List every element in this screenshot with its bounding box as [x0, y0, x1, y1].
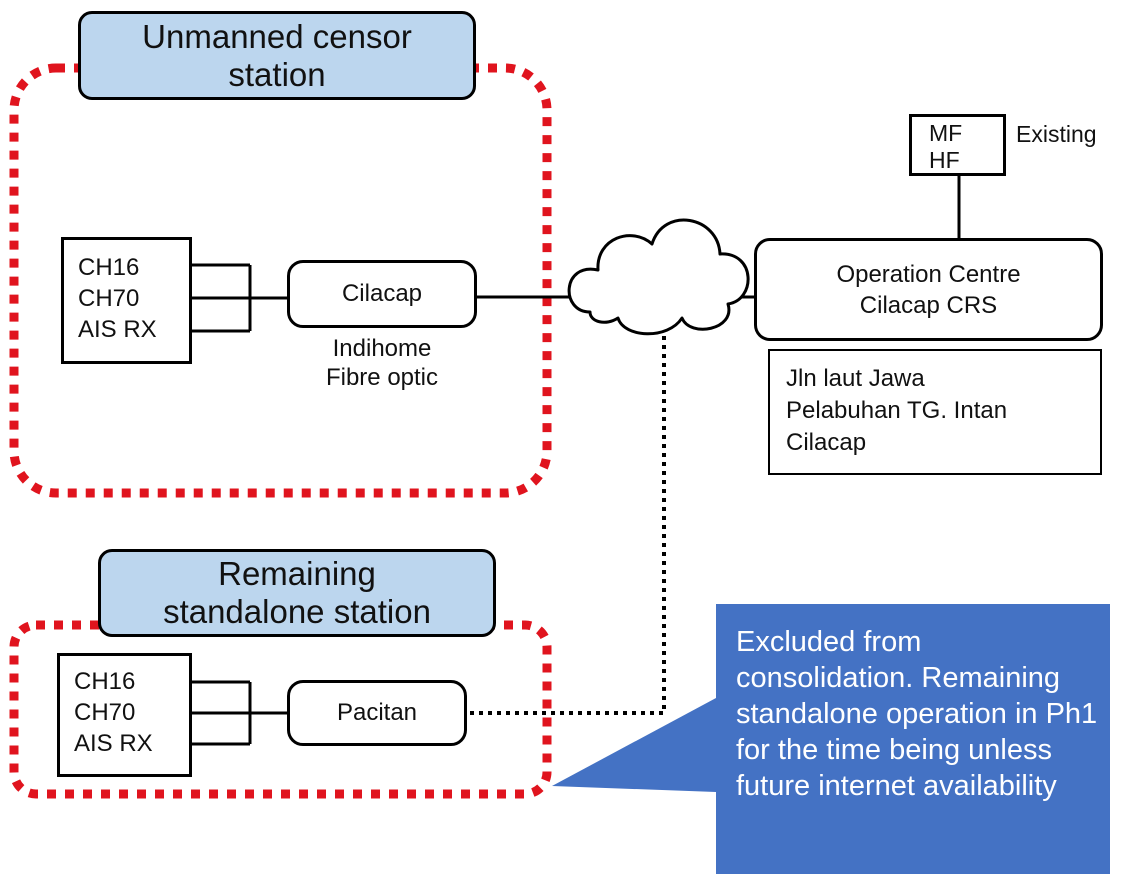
standalone-station-title: Remaining standalone station	[98, 549, 496, 637]
callout-box	[716, 604, 1110, 874]
operation-centre-node: Operation Centre Cilacap CRS	[754, 238, 1103, 341]
callout-pointer	[552, 698, 716, 792]
mf-hf-radio-box: MF HF	[909, 114, 1006, 176]
radio-line: CH70	[78, 285, 140, 312]
internet-cloud-icon	[567, 218, 750, 336]
radio-line: CH16	[78, 254, 140, 281]
standalone-radio-wiring	[190, 680, 289, 746]
unmanned-radio-wiring	[190, 263, 289, 333]
pacitan-site-node: Pacitan	[287, 680, 467, 746]
cilacap-site-node: Cilacap	[287, 260, 477, 328]
standalone-station-group-border	[9, 620, 552, 799]
pacitan-future-link	[470, 323, 666, 715]
unmanned-radio-box: CH16 CH70 AIS RX	[61, 237, 192, 364]
operation-centre-address: Jln laut Jawa Pelabuhan TG. Intan Cilaca…	[768, 349, 1102, 475]
existing-label: Existing	[1016, 121, 1097, 147]
radio-line: AIS RX	[78, 316, 157, 343]
standalone-radio-box: CH16 CH70 AIS RX	[57, 653, 192, 777]
radio-line: CH16	[74, 668, 136, 695]
unmanned-station-title: Unmanned censor station	[78, 11, 476, 100]
callout-note: Excluded from consolidation. Remaining s…	[736, 626, 1098, 802]
cilacap-link-label: Indihome Fibre optic	[325, 335, 439, 391]
radio-line: CH70	[74, 699, 136, 726]
radio-line: AIS RX	[74, 730, 153, 757]
